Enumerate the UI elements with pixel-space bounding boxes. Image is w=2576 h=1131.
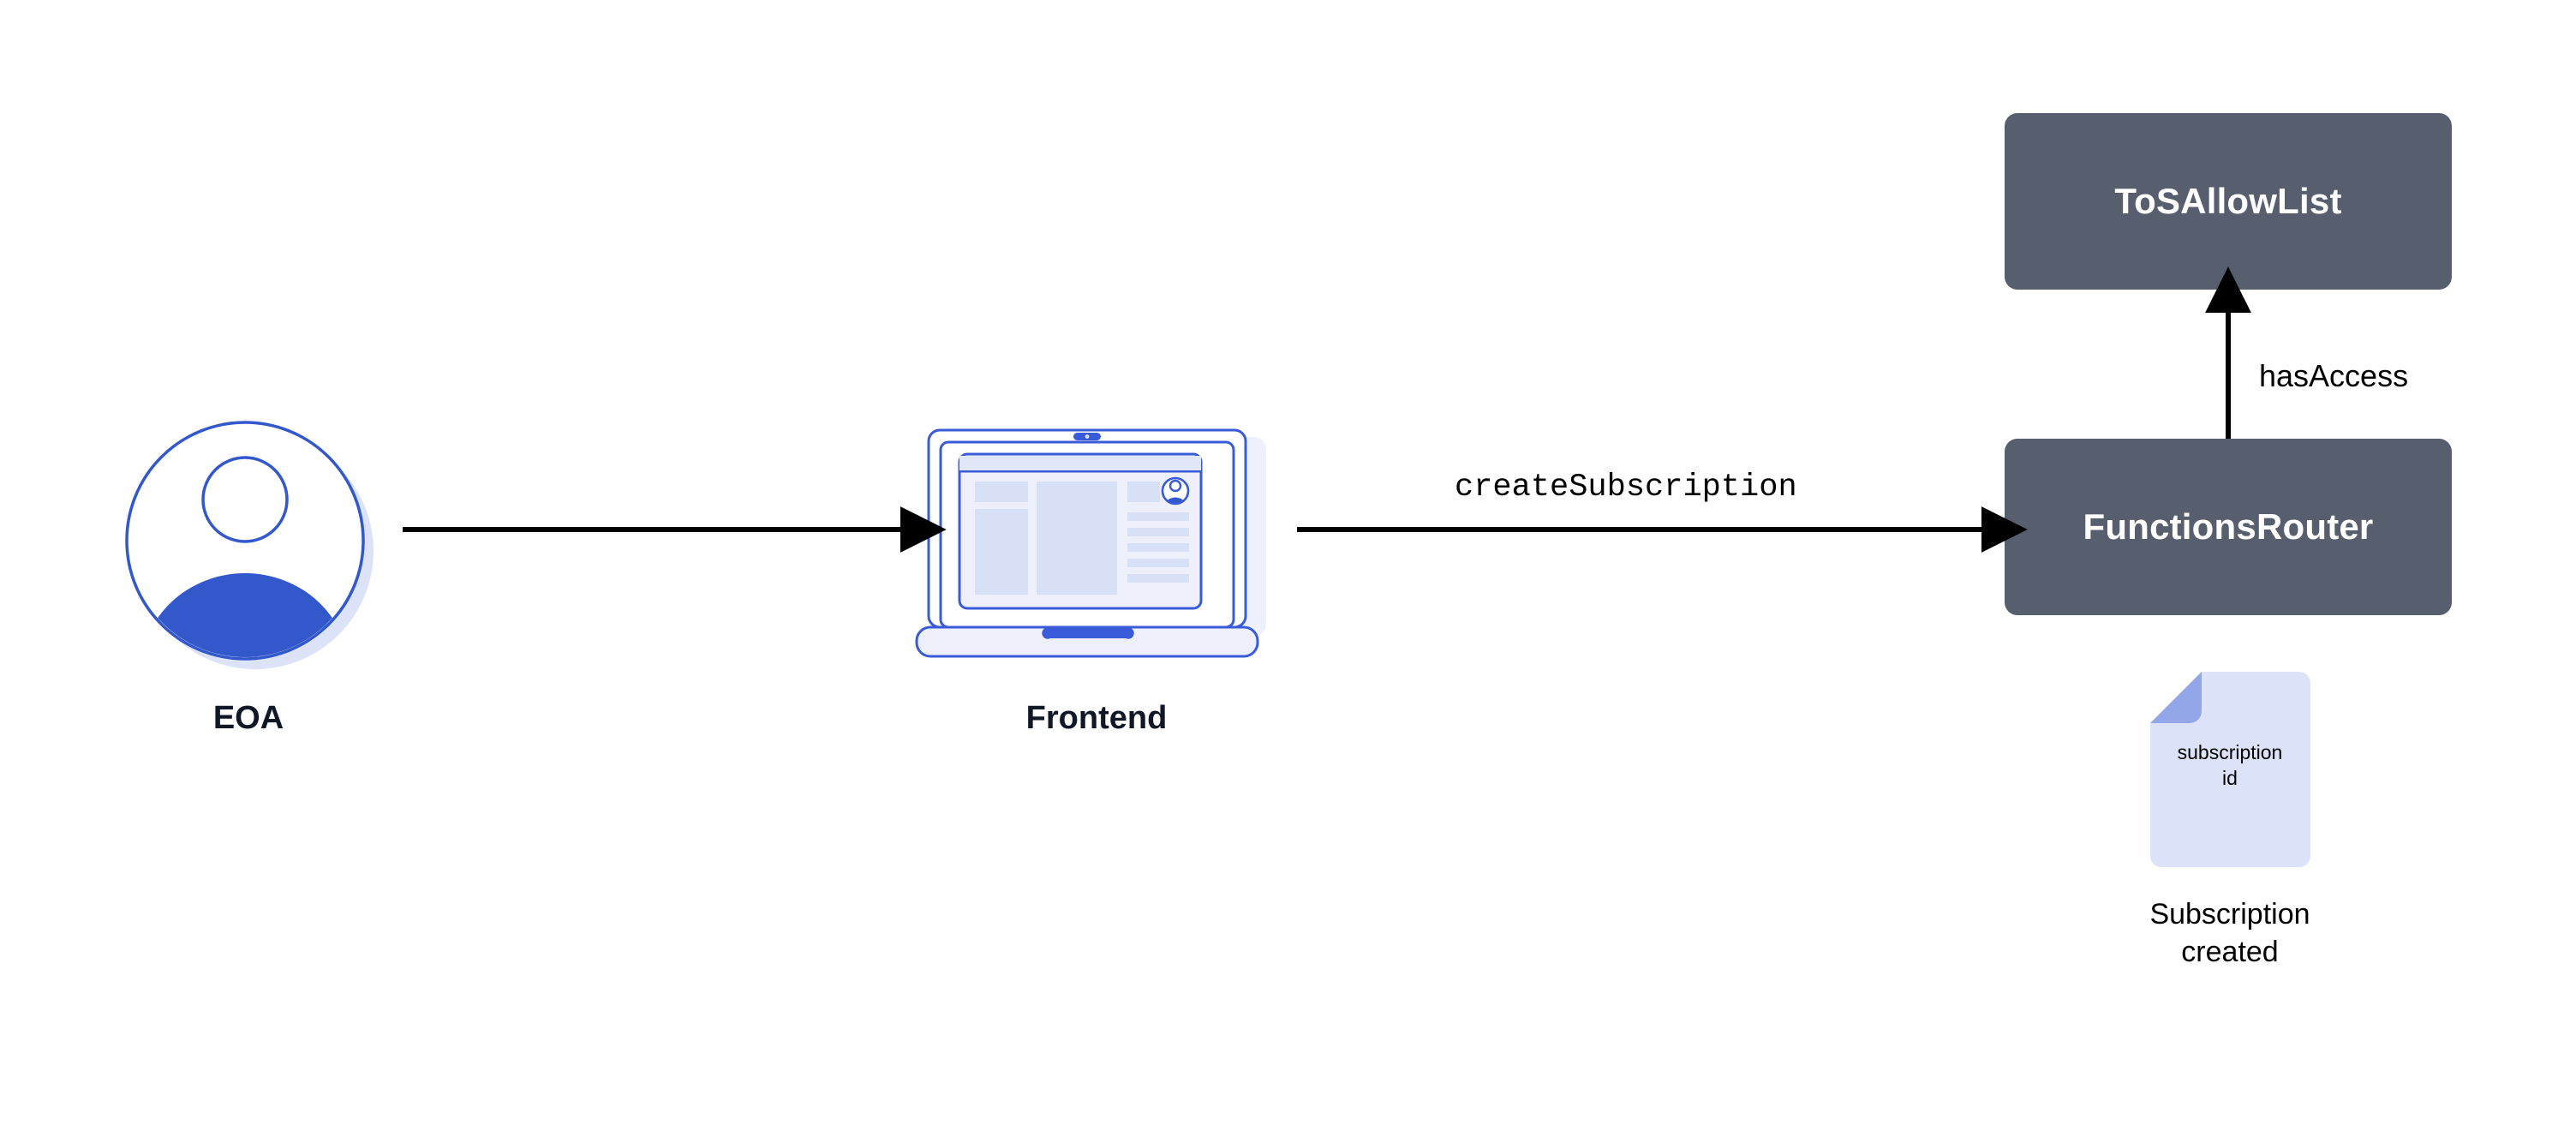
node-label-eoa: EOA xyxy=(212,700,284,736)
edge-label-create-subscription: createSubscription xyxy=(1455,470,1797,506)
node-label-frontend: Frontend xyxy=(1025,700,1168,736)
node-box-functions-router[interactable]: FunctionsRouter xyxy=(2005,439,2452,615)
node-label-functions-router: FunctionsRouter xyxy=(2083,506,2374,547)
user-avatar-icon xyxy=(120,416,377,673)
node-label-subscription-created: Subscription created xyxy=(2119,896,2341,971)
node-label-tos-allow-list: ToSAllowList xyxy=(2114,181,2342,221)
document-icon: subscription id xyxy=(2149,670,2311,869)
subscription-created-line-1: Subscription xyxy=(2149,898,2310,931)
subscription-created-line-2: created xyxy=(2181,935,2279,968)
edge-label-has-access: hasAccess xyxy=(2259,358,2409,393)
laptop-icon xyxy=(915,423,1283,667)
node-box-tos-allow-list[interactable]: ToSAllowList xyxy=(2005,113,2452,290)
